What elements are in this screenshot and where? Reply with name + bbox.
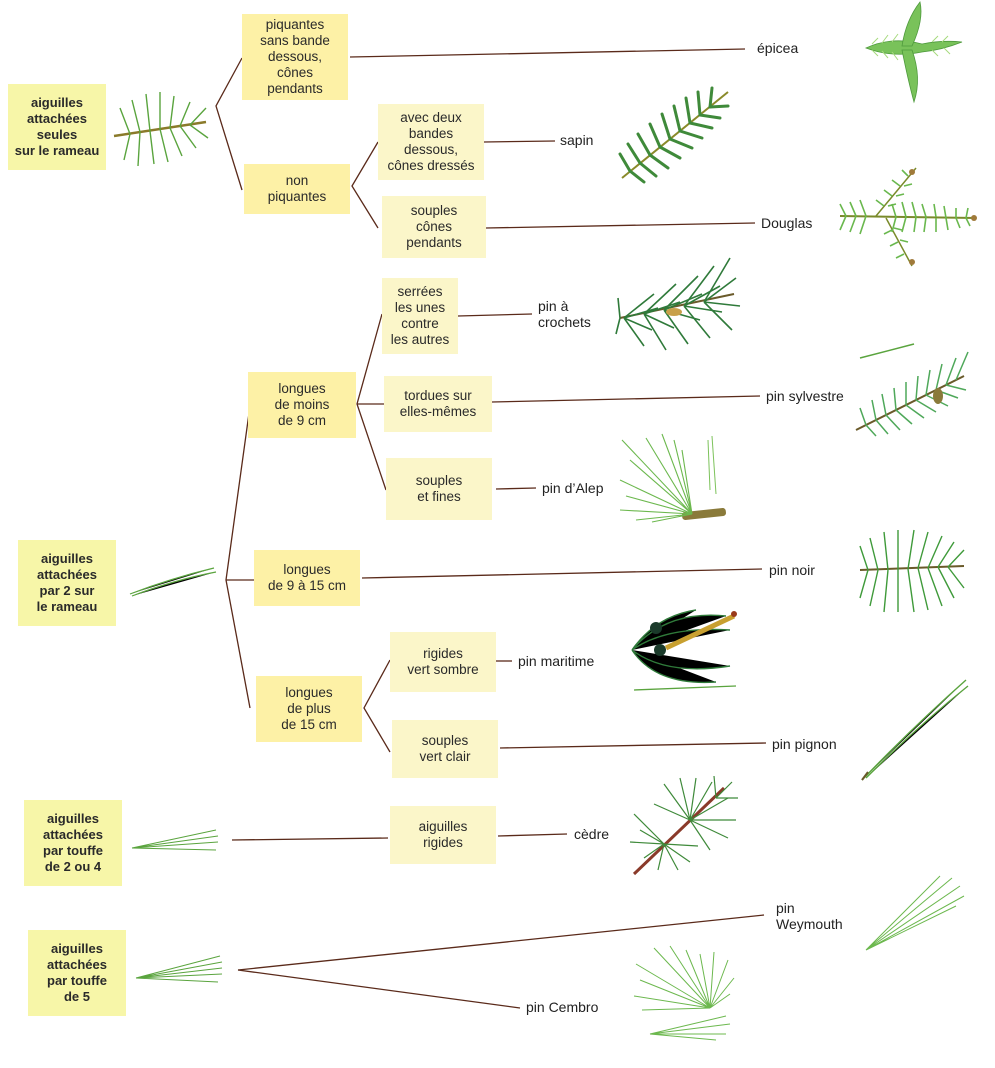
species-douglas: Douglas [761, 215, 813, 231]
connector [237, 969, 521, 1009]
fir-sprig-icon [618, 86, 730, 184]
species-pin-noir: pin noir [769, 562, 815, 578]
species-pin-pignon: pin pignon [772, 736, 837, 752]
species-pin-weymouth: pin Weymouth [776, 900, 843, 932]
criterion-piquantes: piquantes sans bande dessous, cônes pend… [242, 14, 348, 100]
connector [231, 837, 389, 841]
species-sapin: sapin [560, 132, 594, 148]
connector [495, 487, 537, 490]
connector [225, 405, 251, 709]
pine-sprig-icon [859, 529, 965, 613]
criterion-deux-bandes: avec deux bandes dessous, cônes dressés [378, 104, 484, 180]
connector [457, 313, 533, 317]
criterion-rigides-sombre: rigides vert sombre [390, 632, 496, 692]
connector [483, 140, 556, 143]
root-needles-tuft-5: aiguilles attachées par touffe de 5 [28, 930, 126, 1016]
pine-sprig-icon [619, 433, 727, 523]
single-needle-icon [865, 875, 965, 951]
connector [497, 833, 568, 837]
single-needle-icon [129, 567, 217, 597]
single-needle-icon [861, 679, 969, 781]
connector [349, 48, 746, 58]
criterion-souples-cones: souples cônes pendants [382, 196, 486, 258]
connector [491, 395, 761, 403]
criterion-tordues: tordues sur elles-mêmes [384, 376, 492, 432]
pine-sprig-icon [855, 343, 969, 437]
species-pin-crochets: pin à crochets [538, 298, 591, 330]
single-needle-icon [135, 955, 223, 983]
connector [351, 141, 379, 229]
species-pin-maritime: pin maritime [518, 653, 595, 669]
species-cedre: cèdre [574, 826, 610, 842]
species-epicea: épicea [757, 40, 799, 56]
criterion-plus-15cm: longues de plus de 15 cm [256, 676, 362, 742]
species-pin-cembro: pin Cembro [526, 999, 599, 1015]
species-pin-alep: pin d’Alep [542, 480, 604, 496]
pine-sprig-icon [113, 92, 209, 167]
criterion-souples-fines: souples et fines [386, 458, 492, 520]
connector [215, 57, 243, 191]
connector [237, 914, 765, 971]
criterion-non-piquantes: non piquantes [244, 164, 350, 214]
connector [485, 222, 756, 229]
connector [499, 742, 767, 749]
criterion-moins-9cm: longues de moins de 9 cm [248, 372, 356, 438]
pine-sprig-icon [615, 257, 741, 351]
criterion-souples-clair: souples vert clair [392, 720, 498, 778]
douglas-sprig-icon [839, 167, 977, 267]
criterion-aiguilles-rigides: aiguilles rigides [390, 806, 496, 864]
connector [363, 659, 391, 753]
root-needles-single: aiguilles attachées seules sur le rameau [8, 84, 106, 170]
cedar-sprig-icon [629, 775, 738, 876]
criterion-9-15cm: longues de 9 à 15 cm [254, 550, 360, 606]
criterion-serrees: serrées les unes contre les autres [382, 278, 458, 354]
connector [361, 568, 763, 579]
pine-sprig-icon [631, 609, 737, 691]
root-needles-pairs: aiguilles attachées par 2 sur le rameau [18, 540, 116, 626]
pine-sprig-icon [633, 945, 735, 1041]
root-needles-tuft-2-4: aiguilles attachées par touffe de 2 ou 4 [24, 800, 122, 886]
single-needle-icon [131, 829, 219, 851]
spruce-sprig-icon [864, 1, 963, 104]
species-pin-sylvestre: pin sylvestre [766, 388, 844, 404]
